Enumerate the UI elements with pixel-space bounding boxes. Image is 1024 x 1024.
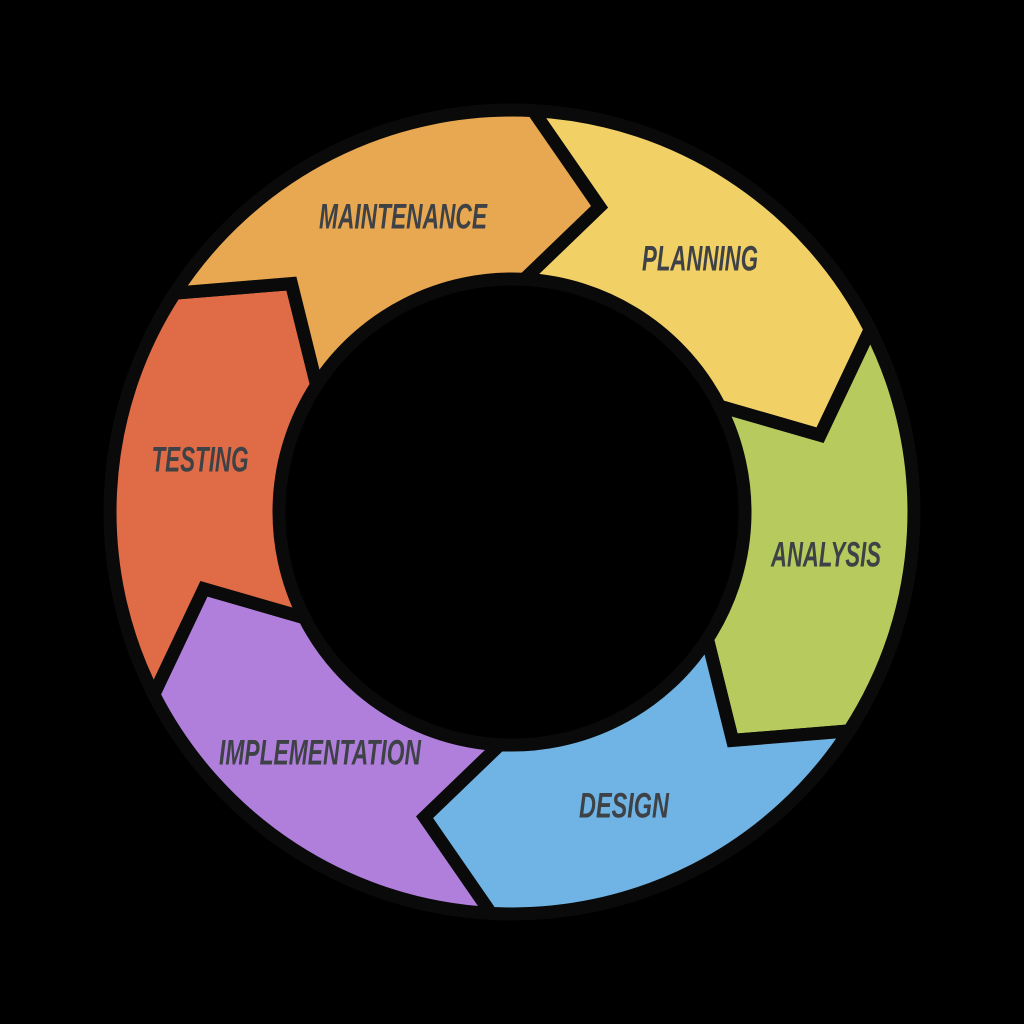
cycle-ring-labels: PLANNING ANALYSIS DESIGN IMPLEMENTATION … [152, 198, 882, 826]
segment-label-analysis: ANALYSIS [770, 536, 881, 575]
segment-label-implementation: IMPLEMENTATION [219, 734, 421, 773]
segment-label-design: DESIGN [579, 787, 669, 826]
cycle-ring-segments [103, 103, 921, 921]
segment-label-maintenance: MAINTENANCE [319, 198, 488, 237]
segment-label-planning: PLANNING [642, 240, 758, 279]
segment-arrow-maintenance [162, 103, 608, 402]
segment-label-testing: TESTING [152, 441, 249, 480]
